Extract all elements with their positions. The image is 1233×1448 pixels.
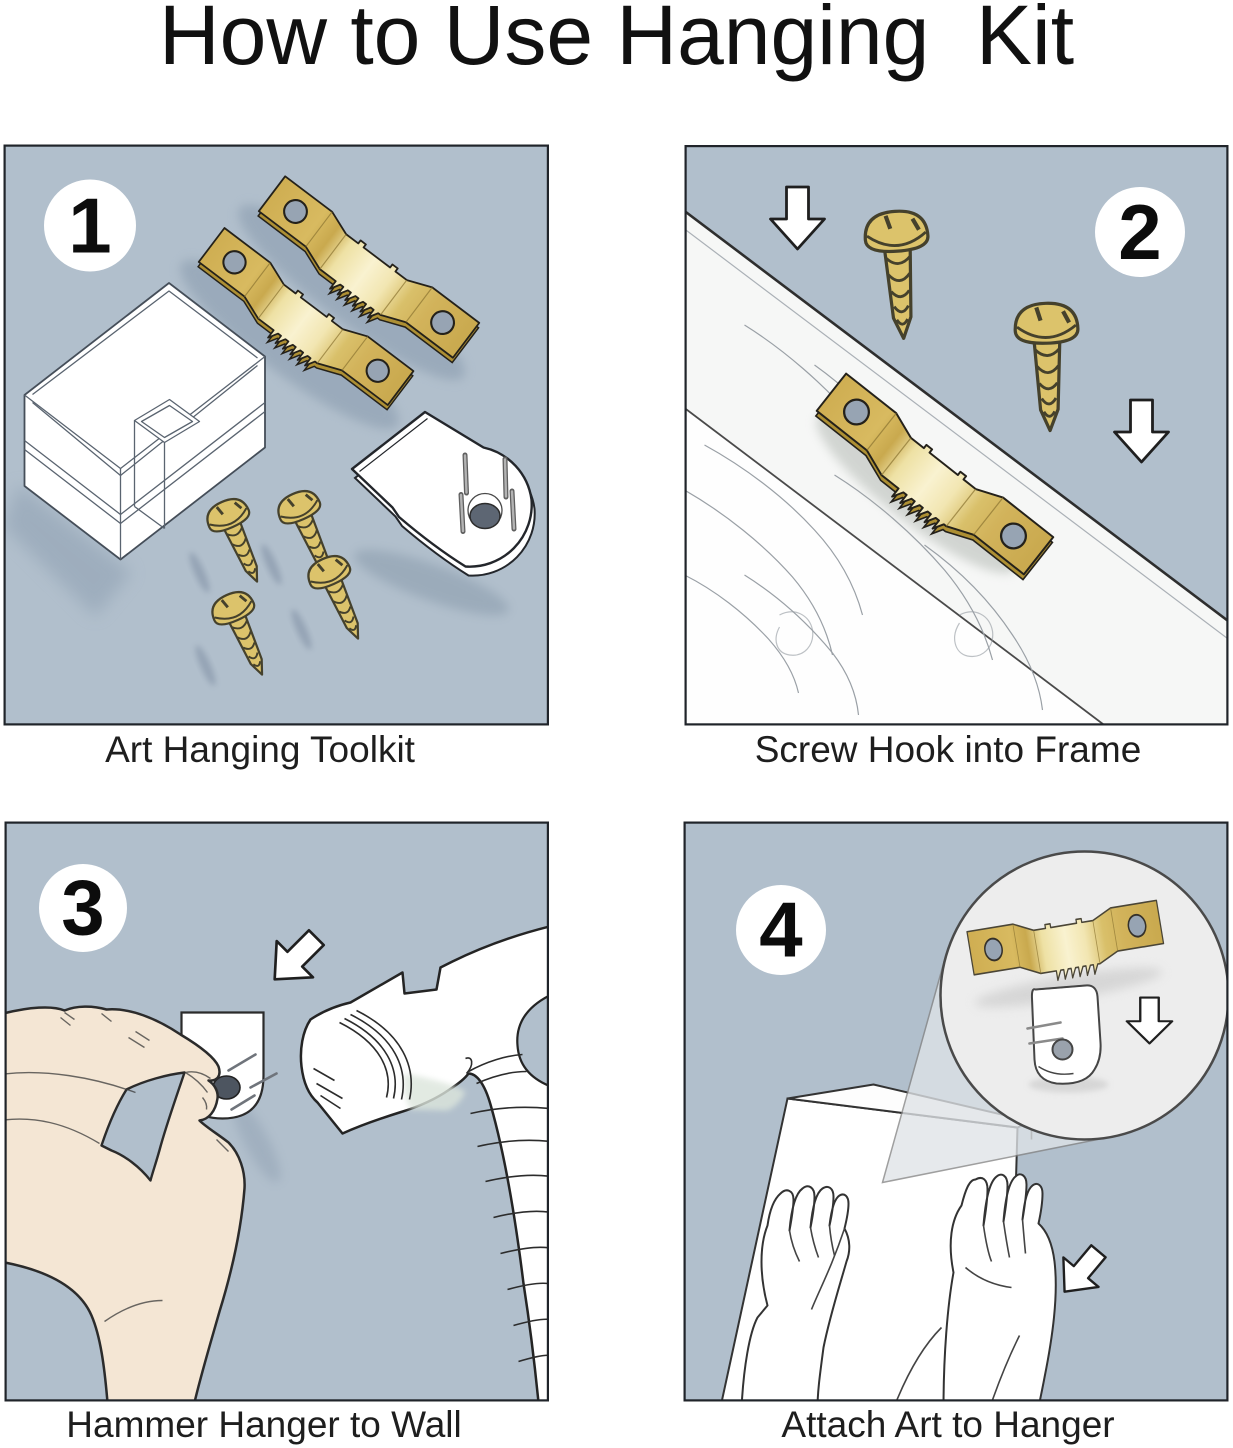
svg-text:3: 3 bbox=[61, 864, 104, 952]
svg-text:4: 4 bbox=[759, 886, 802, 974]
svg-text:2: 2 bbox=[1118, 188, 1161, 276]
svg-text:1: 1 bbox=[68, 182, 111, 270]
